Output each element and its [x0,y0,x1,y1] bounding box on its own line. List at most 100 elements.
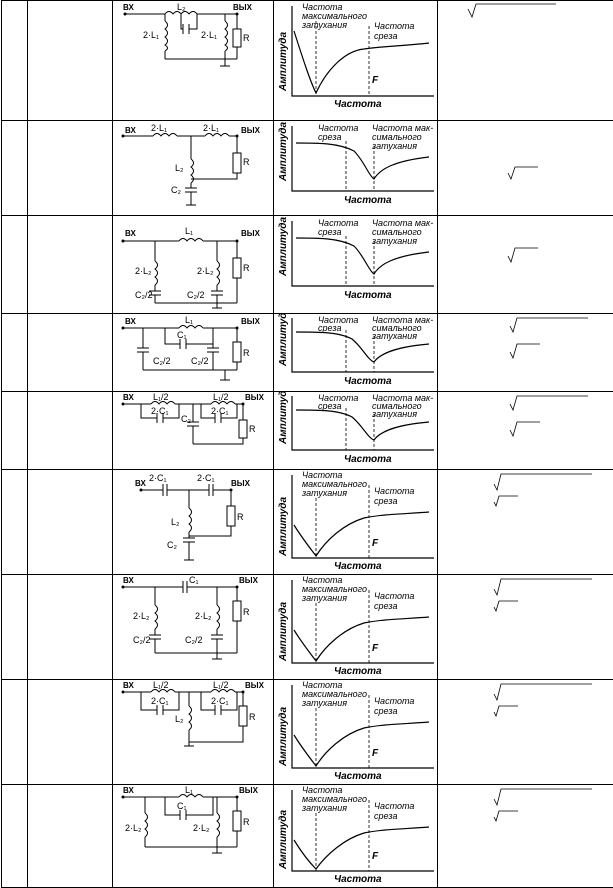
formula [438,785,613,835]
cutoff-line2: среза [374,811,398,821]
cutoff-line1: Частота [374,801,414,811]
row-number-cell [2,785,28,888]
cutoff-line1: Частота [374,696,414,706]
table-row: ВХ ВЫХ L₂ 2·L₁ 2·L₁ R Частота максимальн… [2,1,613,121]
description-cell [28,680,113,785]
two-l1-right-label: 2·L₁ [203,123,219,133]
circuit-diagram: ВХ ВЫХ L₁ 2·L₂ 2·L₂ C₂/2 C₂/2 R [113,216,273,311]
circuit-cell: ВХ ВЫХ L₁ C₁ C₂/2 C₂/2 R [113,314,274,392]
c1-label: C₁ [189,575,199,585]
l2-label: L₂ [175,714,184,724]
formula [438,470,613,520]
formula-cell [438,121,613,216]
l1-label: L₁ [185,315,193,325]
row-number-cell [2,121,28,216]
description-cell [28,785,113,888]
r-label: R [243,348,250,358]
circuit-diagram: ВХ ВЫХ L₁/2 L₁/2 2·C₁ 2·C₁ L₂ R [113,680,273,780]
fc-label: F [372,748,379,759]
y-axis-label: Амплитуда [278,217,289,277]
formula [438,314,613,374]
cutoff-line2: среза [318,401,342,411]
x-axis-label: Частота [344,454,392,465]
maxatt-line3: затухания [371,331,417,341]
x-axis-label: Частота [334,666,382,677]
fc-label: F [372,75,379,86]
y-axis-label: Амплитуда [278,497,289,557]
cutoff-line2: среза [374,31,398,41]
two-c1-right-label: 2·C₁ [197,473,215,483]
maxatt-line3: затухания [301,488,347,498]
formula-cell [438,314,613,392]
x-axis-label: Частота [344,290,392,301]
response-graph-hp: Частота максимального затухания Частота … [274,1,437,111]
two-c1-right-label: 2·C₁ [211,696,229,706]
circuit-cell: ВХ ВЫХ L₂ 2·L₁ 2·L₁ R [113,1,274,121]
c2-half-left-label: C₂/2 [153,356,171,366]
formula-cell [438,216,613,314]
output-label: ВЫХ [241,126,261,135]
fc-label: F [372,643,379,654]
response-graph-cell: Частота максимального затухания Частота … [274,470,438,575]
circuit-diagram: ВХ ВЫХ L₂ 2·L₁ 2·L₁ R [113,1,273,81]
input-label: ВХ [135,479,146,488]
maxatt-line3: затухания [301,803,347,813]
maxatt-line3: затухания [301,593,347,603]
two-l1-right-label: 2·L₁ [201,30,217,40]
r-label: R [243,263,250,273]
table-row: ВХ ВЫХ L₁ 2·L₂ 2·L₂ C₂/2 C₂/2 R Частота … [2,216,613,314]
row-number-cell [2,392,28,470]
circuit-diagram: ВХ ВЫХ L₁ C₁ C₂/2 C₂/2 R [113,314,273,390]
formula-cell [438,680,613,785]
row-number-cell [2,314,28,392]
two-l2-left-label: 2·L₂ [125,823,142,833]
description-cell [28,121,113,216]
response-graph-cell: Частота среза Частота мак- симального за… [274,314,438,392]
r-label: R [243,157,250,167]
circuit-diagram: ВХ ВЫХ 2·L₁ 2·L₁ L₂ C₂ R [113,121,273,211]
maxatt-line3: затухания [301,20,347,30]
y-axis-label: Амплитуда [278,314,289,367]
y-axis-label: Амплитуда [278,602,289,662]
two-l1-left-label: 2·L₁ [151,123,167,133]
response-graph-cell: Частота максимального затухания Частота … [274,680,438,785]
c2-label: C₂ [167,540,177,550]
row-number-cell [2,1,28,121]
x-axis-label: Частота [334,99,382,110]
c2-half-right-label: C₂/2 [187,290,205,300]
circuit-diagram: ВХ ВЫХ L₁/2 L₁/2 2·C₁ 2·C₁ C₂ R [113,392,273,468]
two-l2-right-label: 2·L₂ [197,266,214,276]
l2-label: L₂ [177,2,186,12]
input-label: ВХ [123,393,134,402]
input-label: ВХ [125,317,136,326]
r-label: R [249,712,256,722]
l1-label: L₁ [185,226,193,236]
circuit-cell: ВХ ВЫХ L₁/2 L₁/2 2·C₁ 2·C₁ L₂ R [113,680,274,785]
row-number-cell [2,470,28,575]
y-axis-label: Амплитуда [278,707,289,767]
y-axis-label: Амплитуда [278,32,289,92]
cutoff-line2: среза [318,323,342,333]
description-cell [28,1,113,121]
two-c1-right-label: 2·C₁ [211,406,229,416]
cutoff-line1: Частота [374,591,414,601]
table-row: ВХ ВЫХ 2·L₁ 2·L₁ L₂ C₂ R Частота среза Ч… [2,121,613,216]
response-graph-cell: Частота среза Частота мак- симального за… [274,392,438,470]
c2-half-right-label: C₂/2 [191,356,209,366]
maxatt-line3: затухания [301,698,347,708]
input-label: ВХ [123,3,134,12]
response-graph-hp: Частота максимального затухания Частота … [274,680,437,782]
response-graph-cell: Частота среза Частота мак- симального за… [274,216,438,314]
output-label: ВЫХ [241,317,261,326]
maxatt-line3: затухания [371,409,417,419]
response-graph-hp: Частота максимального затухания Частота … [274,785,437,885]
row-number-cell [2,575,28,680]
formula-cell [438,470,613,575]
response-graph-hp: Частота максимального затухания Частота … [274,470,437,572]
row-number-cell [2,680,28,785]
c2-label: C₂ [171,185,181,195]
l1-label: L₁ [185,785,193,795]
cutoff-line2: среза [318,132,342,142]
x-axis-label: Частота [344,195,392,206]
x-axis-label: Частота [334,561,382,572]
